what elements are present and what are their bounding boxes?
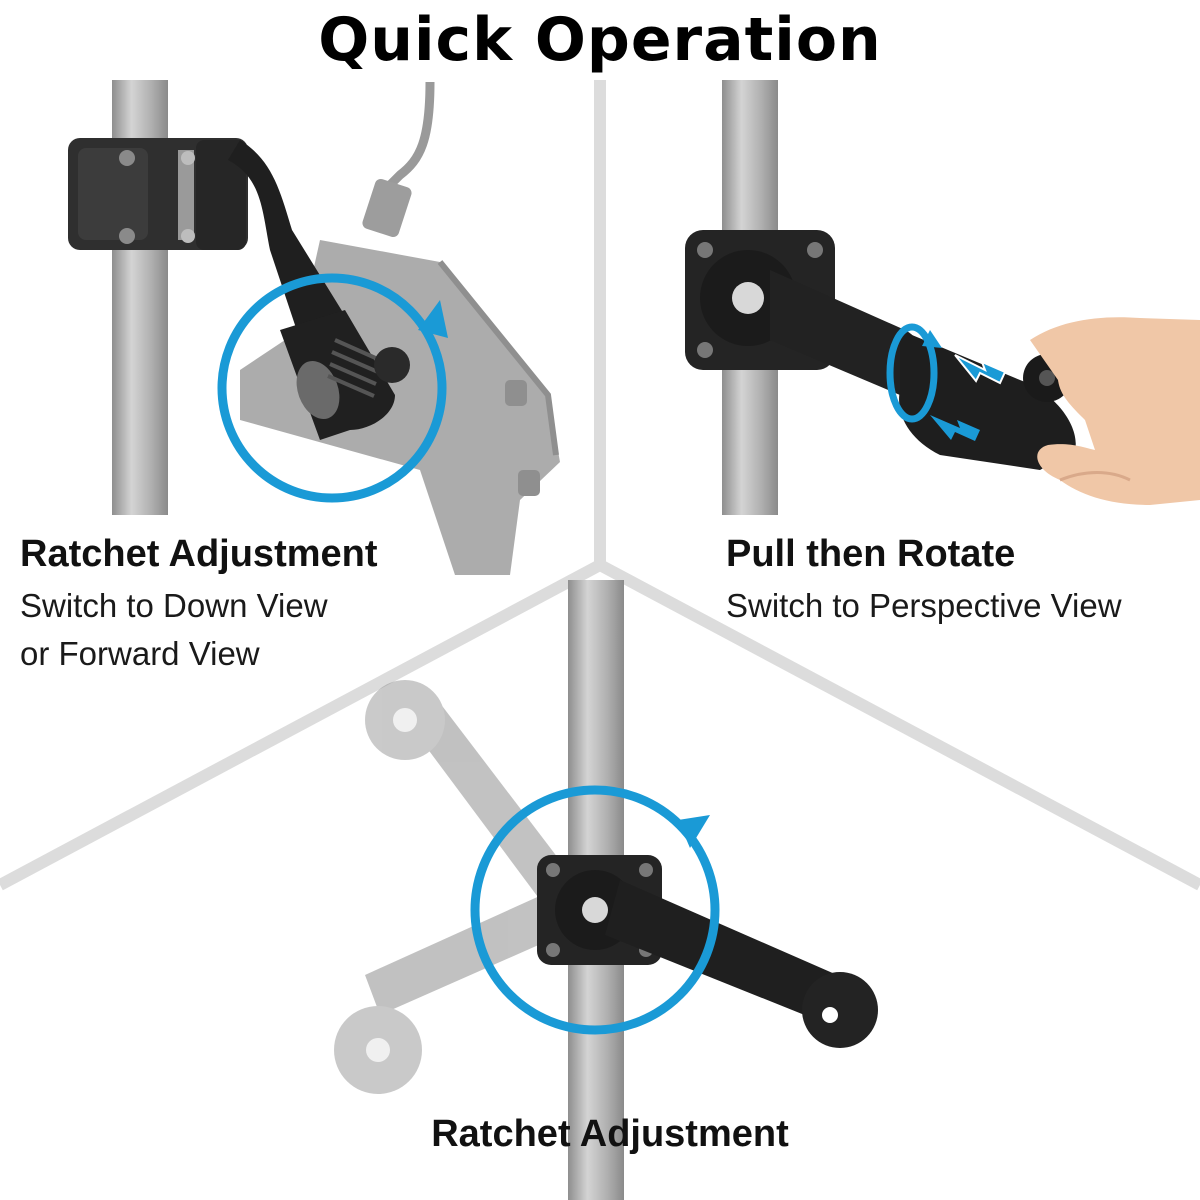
- arm-knob: [802, 972, 878, 1048]
- right-diagonal-divider: [597, 559, 1200, 891]
- mount-arm: [770, 270, 924, 395]
- rotate-arrow-icon: [217, 273, 448, 503]
- top-right-heading: Pull then Rotate: [726, 533, 1016, 575]
- pull-arrow-icon: [930, 354, 1007, 441]
- page-title: Quick Operation: [318, 5, 882, 75]
- rotate-arrow-icon: [470, 785, 720, 1035]
- mount-arm: [605, 880, 860, 1030]
- mount-extension: [899, 330, 1076, 470]
- left-diagonal-divider: [0, 559, 603, 891]
- cable-connector: [362, 178, 412, 238]
- top-right-line-1: Switch to Perspective View: [726, 587, 1122, 624]
- top-left-line-1: Switch to Down View: [20, 587, 328, 624]
- bottom-heading: Ratchet Adjustment: [431, 1113, 789, 1155]
- mount-arm: [228, 140, 360, 355]
- pole-clamp: [68, 138, 248, 250]
- rotate-ring-icon: [886, 323, 942, 423]
- cable: [381, 81, 435, 194]
- top-left-heading: Ratchet Adjustment: [20, 533, 378, 575]
- top-left-line-2: or Forward View: [20, 635, 260, 672]
- hand: [1030, 317, 1200, 505]
